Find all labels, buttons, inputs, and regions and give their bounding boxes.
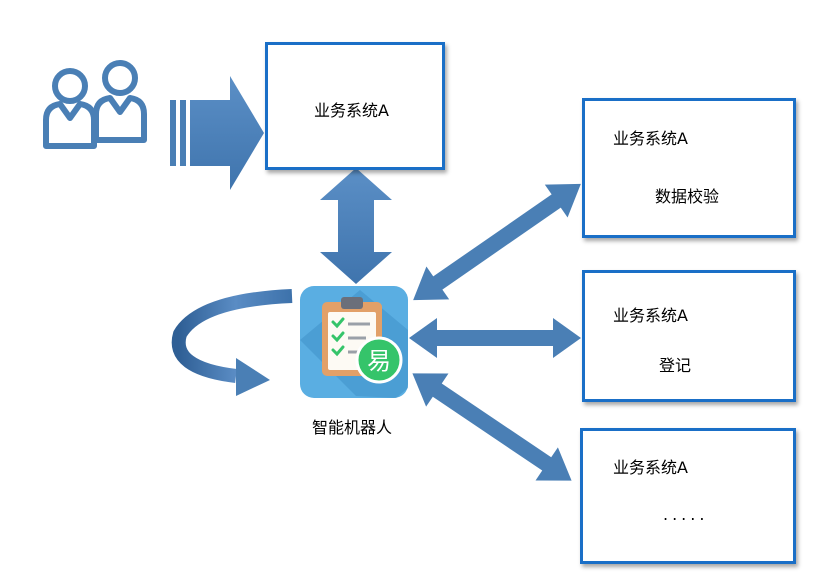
box2-detail: 登记 bbox=[659, 356, 692, 375]
box2-label: 业务系统A bbox=[613, 306, 688, 325]
main-robot-double-arrow bbox=[320, 168, 392, 284]
robot-clipboard-icon: 易 bbox=[300, 286, 408, 398]
robot-label: 智能机器人 bbox=[312, 418, 393, 437]
box3-label: 业务系统A bbox=[613, 458, 688, 477]
self-loop-arrow bbox=[171, 289, 293, 396]
business-system-box-2: 业务系统A 登记 bbox=[582, 270, 796, 402]
main-business-system-box: 业务系统A bbox=[265, 42, 445, 170]
box1-label: 业务系统A bbox=[613, 129, 688, 148]
main-box-label: 业务系统A bbox=[314, 101, 389, 120]
business-system-box-3: 业务系统A ..... bbox=[580, 428, 796, 564]
robot-badge-text: 易 bbox=[367, 347, 391, 375]
input-arrow bbox=[170, 76, 264, 190]
users-icon bbox=[43, 60, 147, 149]
box3-detail: ..... bbox=[663, 505, 709, 524]
robot-box1-double-arrow bbox=[413, 183, 581, 301]
robot-box2-double-arrow bbox=[409, 318, 581, 358]
business-system-box-1: 业务系统A 数据校验 bbox=[582, 98, 796, 238]
box1-detail: 数据校验 bbox=[655, 187, 720, 206]
robot-box3-double-arrow bbox=[412, 373, 572, 481]
